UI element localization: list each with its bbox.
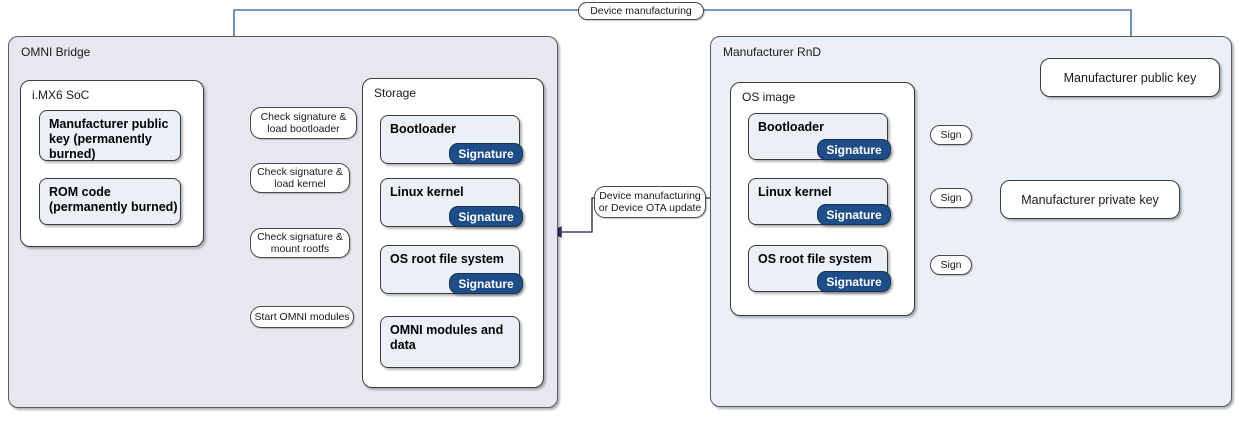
item-osimage-linux-kernel: Linux kernel Signature (748, 178, 891, 225)
callout-check-signature-load-bootloader: Check signature & load bootloader (250, 107, 357, 139)
item-label: OS root file system (390, 252, 504, 266)
subbox-storage-label: Storage (374, 86, 417, 100)
signature-badge-label: Signature (826, 207, 882, 222)
item-label: Manufacturer public key (permanently bur… (49, 117, 169, 161)
subbox-imx6-soc-label: i.MX6 SoC (32, 88, 90, 102)
item-osimage-os-root-file-system: OS root file system Signature (748, 245, 891, 292)
flow-label: Device manufacturing or Device OTA updat… (598, 190, 702, 214)
signature-badge: Signature (449, 206, 523, 227)
item-storage-linux-kernel: Linux kernel Signature (380, 178, 523, 227)
signature-badge-label: Signature (458, 276, 514, 291)
item-rom-code-burned: ROM code (permanently burned) (39, 178, 181, 225)
callout-label: Check signature & mount rootfs (257, 231, 343, 255)
manufacturer-public-key-label: Manufacturer public key (1063, 70, 1197, 85)
item-storage-bootloader: Bootloader Signature (380, 115, 523, 164)
subbox-os-image-label: OS image (742, 90, 796, 104)
flow-label-device-manufacturing: Device manufacturing (578, 2, 704, 20)
sign-pill-linux-kernel: Sign (930, 188, 972, 208)
signature-badge-label: Signature (458, 209, 514, 224)
item-label: Bootloader (758, 120, 824, 134)
signature-badge: Signature (817, 204, 891, 225)
group-omni-bridge-label: OMNI Bridge (21, 45, 91, 59)
group-manufacturer-rnd-label: Manufacturer RnD (723, 45, 822, 59)
sign-pill-label: Sign (940, 192, 962, 204)
item-osimage-bootloader: Bootloader Signature (748, 113, 891, 160)
signature-badge: Signature (449, 273, 523, 294)
signature-badge-label: Signature (458, 146, 514, 161)
callout-check-signature-load-kernel: Check signature & load kernel (250, 163, 350, 193)
signature-badge-label: Signature (826, 142, 882, 157)
signature-badge: Signature (817, 139, 891, 160)
callout-start-omni-modules: Start OMNI modules (250, 306, 354, 328)
flow-label: Device manufacturing (590, 5, 692, 17)
signature-badge: Signature (817, 271, 891, 292)
signature-badge: Signature (449, 143, 523, 164)
item-label: Bootloader (390, 122, 456, 136)
flow-label-device-manufacturing-or-ota: Device manufacturing or Device OTA updat… (594, 186, 706, 218)
item-storage-os-root-file-system: OS root file system Signature (380, 245, 523, 294)
callout-label: Check signature & load kernel (257, 166, 343, 190)
callout-label: Start OMNI modules (254, 311, 350, 323)
item-label: OMNI modules and data (390, 323, 504, 352)
sign-pill-label: Sign (940, 129, 962, 141)
callout-check-signature-mount-rootfs: Check signature & mount rootfs (250, 228, 350, 258)
sign-pill-label: Sign (940, 259, 962, 271)
item-label: Linux kernel (758, 185, 832, 199)
box-manufacturer-public-key: Manufacturer public key (1040, 58, 1220, 97)
item-label: OS root file system (758, 252, 872, 266)
sign-pill-bootloader: Sign (930, 125, 972, 145)
item-manufacturer-public-key-burned: Manufacturer public key (permanently bur… (39, 110, 181, 161)
box-manufacturer-private-key: Manufacturer private key (1000, 180, 1180, 219)
manufacturer-private-key-label: Manufacturer private key (1021, 192, 1159, 207)
signature-badge-label: Signature (826, 274, 882, 289)
item-label: ROM code (permanently burned) (49, 185, 178, 214)
item-label: Linux kernel (390, 185, 464, 199)
sign-pill-os-root-file-system: Sign (930, 255, 972, 275)
callout-label: Check signature & load bootloader (260, 111, 347, 135)
item-storage-omni-modules-and-data: OMNI modules and data (380, 316, 520, 368)
